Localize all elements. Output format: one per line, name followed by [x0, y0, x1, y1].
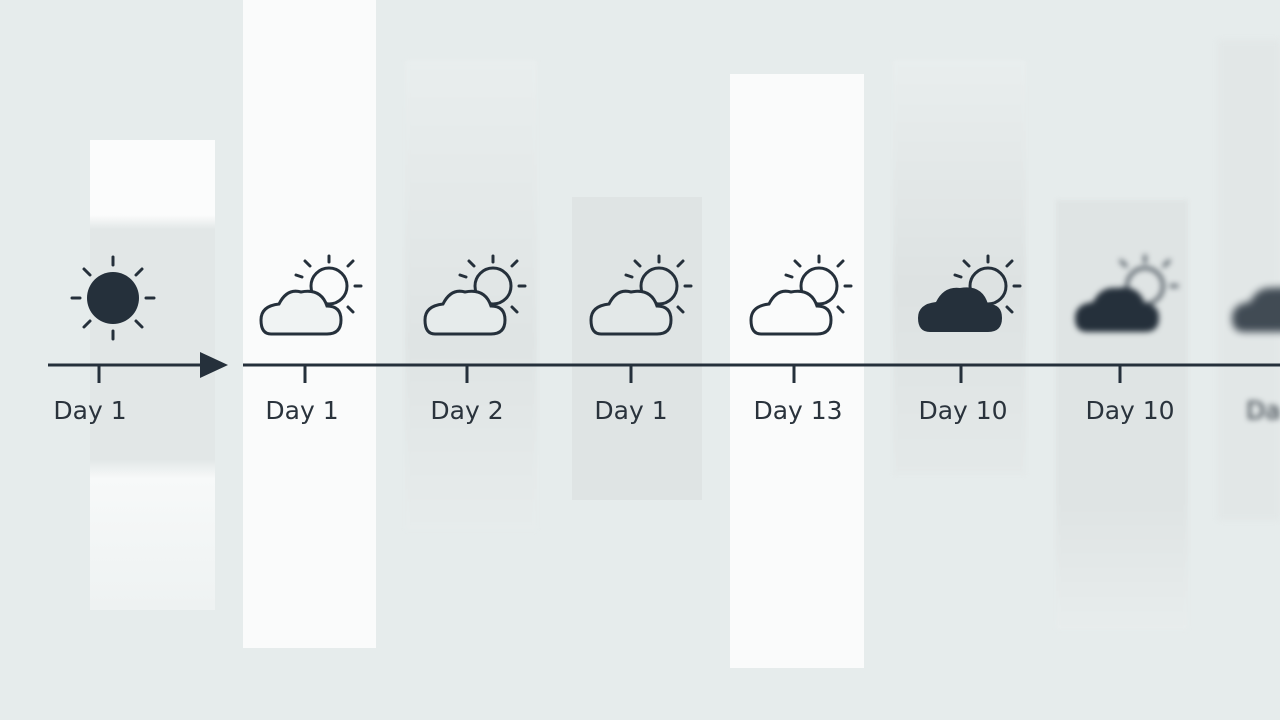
sun-icon [70, 255, 156, 341]
day-label: Da [1246, 396, 1280, 425]
day-label: Day 1 [265, 396, 339, 425]
partly-cloudy-filled-icon [1075, 254, 1179, 332]
day-panel [1218, 40, 1280, 520]
day-panel [572, 197, 702, 500]
arrow-head-icon [200, 352, 228, 378]
partly-cloudy-icon [423, 254, 527, 336]
day-label: Day 2 [430, 396, 504, 425]
day-label: Day 10 [918, 396, 1008, 425]
day-label: Day 10 [1085, 396, 1175, 425]
day-panel [730, 74, 864, 668]
partly-cloudy-icon [259, 254, 363, 336]
partly-cloudy-filled-icon [918, 254, 1022, 332]
day-label: Day 1 [594, 396, 668, 425]
day-panel [90, 140, 215, 610]
partly-cloudy-icon [749, 254, 853, 336]
day-label: Day 13 [753, 396, 843, 425]
partly-cloudy-icon [589, 254, 693, 336]
day-label: Day 1 [53, 396, 127, 425]
cloud-filled-icon [1232, 287, 1280, 332]
day-panel [1056, 200, 1188, 630]
day-panel [893, 60, 1026, 475]
